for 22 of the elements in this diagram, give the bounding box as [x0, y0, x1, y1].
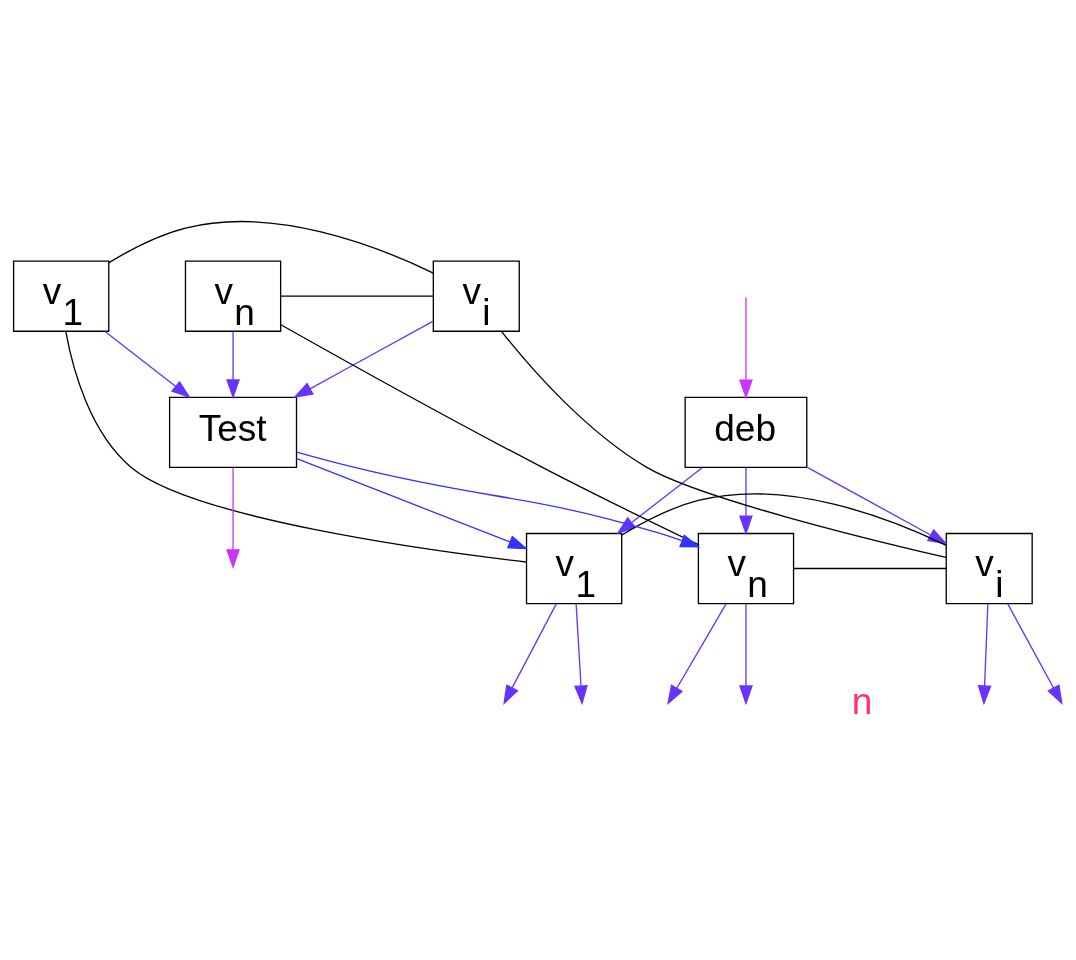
arrow	[296, 457, 528, 549]
node-box: Test	[168, 396, 298, 468]
arrow	[739, 466, 753, 535]
arrow	[503, 602, 557, 705]
arrow	[226, 330, 240, 399]
connector	[108, 220, 434, 274]
arrow	[293, 320, 434, 398]
arrow	[295, 450, 701, 548]
connector	[280, 323, 699, 545]
arrow	[977, 602, 992, 705]
arrow	[1007, 602, 1063, 705]
arrow	[104, 330, 191, 398]
node-box: deb	[684, 396, 808, 468]
arrow	[739, 602, 753, 705]
connector	[65, 330, 527, 563]
arrow	[667, 602, 727, 705]
arrow	[739, 296, 753, 399]
connector	[280, 295, 434, 297]
connector	[793, 567, 947, 569]
label: n	[851, 679, 873, 722]
arrow	[574, 602, 588, 705]
arrow	[226, 466, 240, 569]
